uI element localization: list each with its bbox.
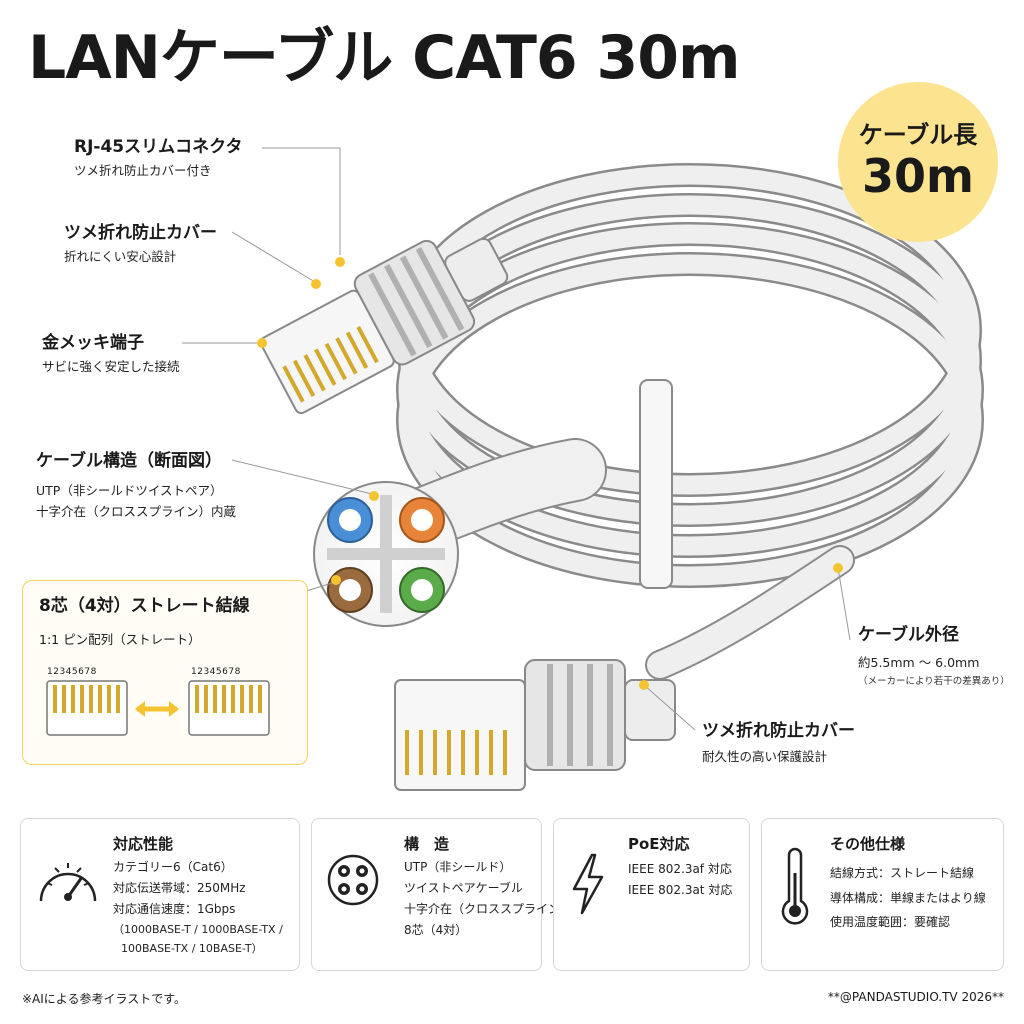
card-sub-line: （1000BASE-T / 1000BASE-TX / xyxy=(113,923,283,936)
spec-card-structure: 構 造 UTP（非シールド） ツイストペアケーブル 十字介在（クロススプライン）… xyxy=(311,818,572,971)
footer-note: ※AIによる参考イラストです。 xyxy=(22,992,187,1006)
callout-sub: 折れにくい安心設計 xyxy=(64,249,177,265)
card-line: IEEE 802.3af 対応 xyxy=(628,862,732,876)
badge-label: ケーブル長 xyxy=(858,121,978,150)
callout-sub: ツメ折れ防止カバー付き xyxy=(74,163,212,179)
card-title: 対応性能 xyxy=(113,835,174,853)
gauge-icon xyxy=(39,863,97,902)
card-line: 対応通信速度：1Gbps xyxy=(113,902,236,916)
card-line: 結線方式：ストレート結線 xyxy=(830,866,975,880)
card-line: ツイストペアケーブル xyxy=(404,881,523,895)
callout-diameter: ケーブル外径 約5.5mm ～ 6.0mm （メーカーにより若干の差異あり） xyxy=(858,624,1010,688)
footer-credit: **@PANDASTUDIO.TV 2026** xyxy=(827,990,1004,1004)
pin-numbers-left: 12345678 xyxy=(47,667,97,677)
callout-note: （メーカーにより若干の差異あり） xyxy=(858,675,1010,687)
callout-cover-2: ツメ折れ防止カバー 耐久性の高い保護設計 xyxy=(702,720,855,767)
page-title: LANケーブル CAT6 30m xyxy=(28,23,741,93)
callout-terminal: 金メッキ端子 サビに強く安定した接続 xyxy=(42,332,180,377)
callout-sub: UTP（非シールドツイストペア） xyxy=(36,483,223,499)
cable-length-badge: ケーブル長 30m xyxy=(838,82,998,242)
card-line: UTP（非シールド） xyxy=(404,860,512,874)
spec-card-performance: 対応性能 カテゴリー6（Cat6） 対応伝送帯域：250MHz 対応通信速度：1… xyxy=(20,818,300,971)
callout-sub: サビに強く安定した接続 xyxy=(42,359,180,375)
badge-value: 30m xyxy=(862,148,974,203)
card-line: 対応伝送帯域：250MHz xyxy=(113,881,246,895)
thermometer-icon xyxy=(781,847,809,925)
spec-card-poe: PoE対応 IEEE 802.3af 対応 IEEE 802.3at 対応 xyxy=(553,818,750,971)
leader-lines xyxy=(182,147,851,731)
card-line: 導体構成：単線またはより線 xyxy=(830,890,986,905)
card-line: IEEE 802.3at 対応 xyxy=(628,883,733,897)
card-sub-line: 100BASE-TX / 10BASE-T） xyxy=(121,942,263,956)
card-line: カテゴリー6（Cat6） xyxy=(113,860,233,874)
callout-heading: 金メッキ端子 xyxy=(42,333,144,353)
callout-sub: 約5.5mm ～ 6.0mm xyxy=(858,655,980,671)
rj45-connector-bottom xyxy=(394,659,676,791)
callout-heading: ケーブル構造（断面図） xyxy=(36,451,222,471)
callout-cover: ツメ折れ防止カバー 折れにくい安心設計 xyxy=(64,222,217,267)
card-line: 8芯（4対） xyxy=(404,923,468,937)
card-lines: UTP（非シールド） ツイストペアケーブル 十字介在（クロススプライン） 8芯（… xyxy=(404,857,572,941)
card-title: 構 造 xyxy=(404,835,450,853)
callout-connector: RJ-45スリムコネクタ ツメ折れ防止カバー付き xyxy=(74,136,242,181)
card-lines: 結線方式：ストレート結線 導体構成：単線またはより線 使用温度範囲：要確認 xyxy=(830,861,986,935)
spec-card-other: その他仕様 結線方式：ストレート結線 導体構成：単線またはより線 使用温度範囲：… xyxy=(761,818,1004,971)
card-title: その他仕様 xyxy=(830,835,906,853)
card-line: 十字介在（クロススプライン） xyxy=(404,902,573,916)
card-line: 使用温度範囲：要確認 xyxy=(830,915,951,930)
pinout-connector-left xyxy=(46,680,128,736)
rj45-connector-top xyxy=(259,237,509,415)
card-title: PoE対応 xyxy=(628,835,690,853)
pinout-heading: 8芯（4対）ストレート結線 xyxy=(39,596,250,616)
callout-sub: 耐久性の高い保護設計 xyxy=(702,749,828,765)
pin-numbers-right: 12345678 xyxy=(191,667,241,677)
callout-heading: ツメ折れ防止カバー xyxy=(702,721,855,741)
card-lines: IEEE 802.3af 対応 IEEE 802.3at 対応 xyxy=(628,859,732,901)
callout-sub: 十字介在（クロススプライン）内蔵 xyxy=(36,503,237,519)
pinout-diagram xyxy=(46,680,270,736)
cable-tie xyxy=(639,379,673,589)
card-lines: カテゴリー6（Cat6） 対応伝送帯域：250MHz 対応通信速度：1Gbps … xyxy=(113,857,283,959)
callout-structure: ケーブル構造（断面図） UTP（非シールドツイストペア） 十字介在（クロススプラ… xyxy=(36,450,236,522)
pinout-arrow-icon xyxy=(135,701,179,717)
callout-heading: RJ-45スリムコネクタ xyxy=(74,137,243,157)
callout-heading: ツメ折れ防止カバー xyxy=(64,223,217,243)
callout-heading: ケーブル外径 xyxy=(858,625,959,645)
lightning-icon xyxy=(572,853,604,915)
cable-cross-section xyxy=(313,481,459,627)
cross-section-icon xyxy=(327,854,379,906)
pinout-box: 8芯（4対）ストレート結線 1:1 ピン配列（ストレート） 12345678 1… xyxy=(22,580,308,765)
pinout-connector-right xyxy=(188,680,270,736)
pinout-sub: 1:1 ピン配列（ストレート） xyxy=(39,632,201,648)
